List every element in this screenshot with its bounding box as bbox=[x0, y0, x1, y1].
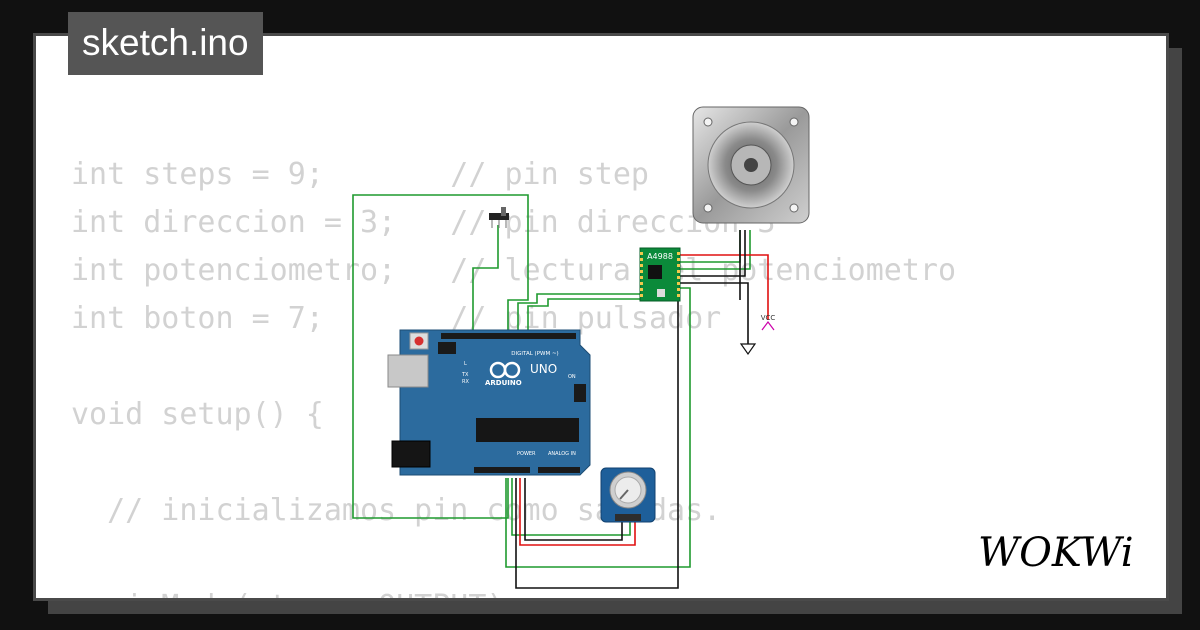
stepper-motor[interactable] bbox=[692, 106, 810, 224]
board-brand: ARDUINO bbox=[485, 379, 522, 387]
code-line: // inicializamos pin como salidas. bbox=[71, 493, 722, 528]
slide-switch[interactable] bbox=[489, 207, 509, 228]
code-line: pinMode(steps, OUTPUT); bbox=[71, 583, 956, 598]
arduino-uno-board[interactable]: DIGITAL (PWM ~) UNO ARDUINO L TX RX ON P… bbox=[387, 329, 591, 476]
usb-port bbox=[387, 354, 429, 388]
analog-header bbox=[538, 467, 580, 473]
icsp-header bbox=[438, 342, 456, 354]
code-line: int boton = 7; // pin pulsador bbox=[71, 301, 722, 336]
potentiometer[interactable] bbox=[600, 467, 656, 523]
analog-label: ANALOG IN bbox=[548, 451, 576, 457]
red-wires bbox=[519, 254, 769, 546]
l-led-label: L bbox=[464, 361, 467, 367]
board-model: UNO bbox=[530, 362, 557, 376]
ground-icon bbox=[739, 343, 757, 356]
reset-button-cap[interactable] bbox=[414, 336, 424, 346]
power-header bbox=[474, 467, 530, 473]
driver-label: A4988 bbox=[647, 252, 673, 261]
wokwi-logo-text: WOKWi bbox=[978, 530, 1134, 574]
code-line: int steps = 9; // pin step bbox=[71, 157, 649, 192]
power-label: POWER bbox=[517, 451, 536, 457]
icsp2-header bbox=[574, 384, 586, 402]
digital-label: DIGITAL (PWM ~) bbox=[511, 351, 558, 357]
microcontroller-chip bbox=[476, 418, 579, 442]
power-jack bbox=[391, 440, 431, 468]
vcc-label: VCC bbox=[761, 314, 776, 322]
driver-pins bbox=[640, 252, 680, 297]
code-line: void setup() { bbox=[71, 397, 324, 432]
rx-label: RX bbox=[462, 379, 469, 385]
a4988-driver[interactable]: A4988 bbox=[639, 247, 681, 302]
digital-header bbox=[441, 333, 576, 339]
on-label: ON bbox=[568, 374, 576, 380]
tx-label: TX bbox=[461, 372, 469, 378]
wokwi-logo: WOKWi bbox=[978, 530, 1134, 574]
vcc-icon: VCC bbox=[761, 314, 776, 331]
code-line: int potenciometro; // lectura del potenc… bbox=[71, 253, 957, 288]
arduino-logo: UNO ARDUINO bbox=[485, 361, 557, 387]
file-name-tag: sketch.ino bbox=[68, 12, 263, 75]
